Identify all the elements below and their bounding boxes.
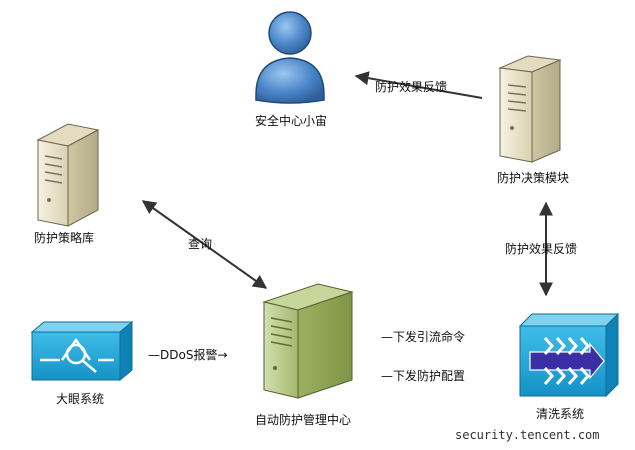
divert-command-label: —下发引流命令 — [381, 330, 466, 344]
arrow-decision-to-user — [354, 71, 483, 99]
user-icon — [255, 11, 325, 104]
eye-device-icon — [30, 320, 134, 382]
decision-server-icon — [498, 55, 562, 163]
watermark: security.tencent.com — [455, 428, 600, 442]
query-label: 查询 — [188, 237, 213, 251]
policy-label: 防护策略库 — [34, 231, 95, 245]
manager-label: 自动防护管理中心 — [255, 413, 352, 427]
config-command-label: —下发防护配置 — [381, 369, 466, 383]
manager-server-icon — [262, 283, 354, 399]
policy-server-icon — [36, 123, 100, 227]
cleaning-label: 清洗系统 — [536, 407, 585, 421]
cleaning-device-icon — [518, 312, 620, 398]
arrow-policy-manager — [141, 200, 268, 289]
ddos-alert-label: —DDoS报警→ — [148, 348, 228, 362]
decision-label: 防护决策模块 — [497, 171, 570, 185]
feedback-top-label: 防护效果反馈 — [375, 80, 448, 94]
feedback-side-label: 防护效果反馈 — [505, 242, 578, 256]
eye-label: 大眼系统 — [56, 392, 105, 406]
user-label: 安全中心小宙 — [255, 114, 328, 128]
